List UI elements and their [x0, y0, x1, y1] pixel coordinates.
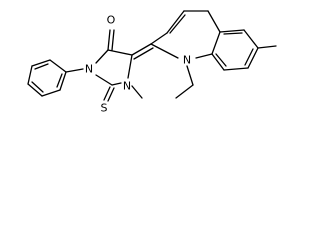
bond — [127, 54, 133, 79]
imidazolidinone-ring — [95, 49, 133, 86]
bond — [107, 87, 115, 102]
bond — [195, 53, 213, 59]
bond — [59, 71, 67, 91]
bond — [257, 45, 277, 49]
bond — [223, 32, 243, 35]
bond — [103, 86, 111, 101]
bond — [107, 49, 133, 56]
bond — [65, 68, 84, 73]
bond — [131, 85, 143, 99]
quinoline-benzene-ring — [211, 29, 259, 71]
bond — [34, 63, 49, 70]
bond — [169, 14, 186, 34]
bond — [31, 81, 44, 93]
bond — [186, 65, 194, 86]
bond — [244, 48, 254, 66]
bond — [211, 31, 221, 55]
bond — [111, 82, 122, 86]
bond — [133, 47, 154, 60]
quinoline-pyridine-ring — [150, 10, 221, 59]
bond — [215, 53, 227, 67]
bond — [223, 67, 249, 71]
bond — [247, 47, 259, 69]
bond — [31, 59, 51, 67]
bond — [150, 43, 179, 59]
bond — [56, 73, 63, 88]
bond — [41, 89, 61, 97]
atom-label-sulfur: S — [101, 102, 108, 115]
phenyl-ring — [27, 59, 67, 97]
chemical-structure-diagram: O N N S N — [27, 10, 277, 115]
atom-label-nitrogen: N — [85, 63, 93, 76]
bond — [166, 10, 185, 34]
bond — [211, 53, 225, 71]
bond — [207, 10, 221, 33]
bond — [175, 84, 194, 99]
bond — [131, 43, 152, 56]
bond — [107, 29, 111, 51]
bond — [150, 32, 168, 45]
bond — [27, 65, 33, 85]
atom-label-nitrogen: N — [183, 54, 191, 67]
atom-label-nitrogen: N — [123, 80, 131, 93]
bond — [95, 74, 113, 86]
bond — [95, 49, 109, 64]
atom-label-oxygen: O — [107, 14, 116, 27]
bond — [243, 29, 259, 49]
bond — [111, 29, 115, 51]
bond — [219, 29, 245, 33]
bond — [27, 83, 43, 97]
bond — [49, 59, 67, 73]
